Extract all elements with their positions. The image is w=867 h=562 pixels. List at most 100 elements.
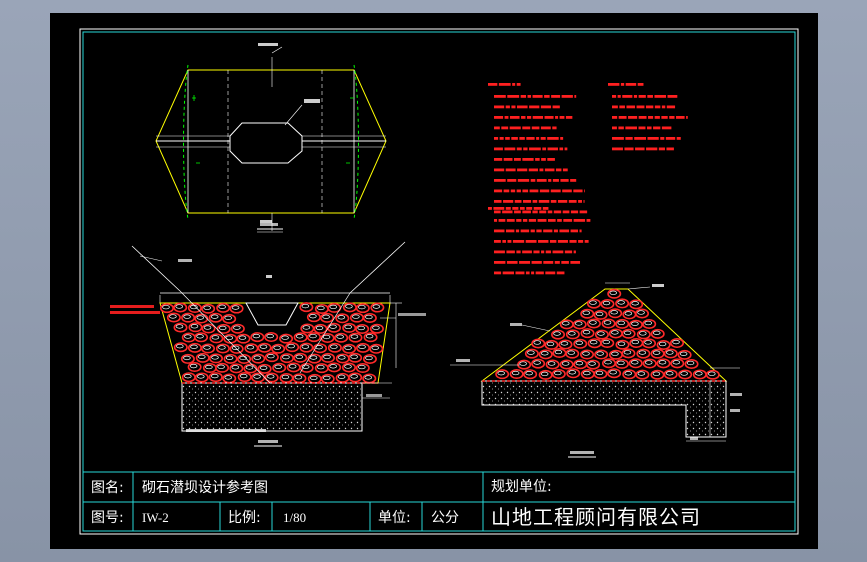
masonry-stone-highlight xyxy=(329,324,337,329)
note-line-stroke xyxy=(669,116,675,119)
note-line-stroke xyxy=(522,189,529,193)
masonry-stone-highlight xyxy=(672,360,681,365)
masonry-stone xyxy=(524,348,539,359)
note-line-stroke xyxy=(573,189,583,193)
note-line-stroke xyxy=(519,261,531,264)
note-line-stroke xyxy=(542,147,547,151)
masonry-stone xyxy=(251,353,266,364)
masonry-stone xyxy=(306,312,321,323)
masonry-stone-highlight xyxy=(644,360,653,365)
note-line-stroke xyxy=(570,229,578,233)
masonry-stone xyxy=(635,308,650,319)
masonry-stone-highlight xyxy=(218,345,226,350)
note-line-stroke xyxy=(625,137,633,140)
masonry-stone-highlight xyxy=(695,371,703,376)
masonry-stone xyxy=(635,369,650,380)
masonry-stone xyxy=(656,339,671,350)
masonry-stone xyxy=(580,349,595,360)
masonry-stone-highlight xyxy=(197,374,205,379)
note-line-stroke xyxy=(515,229,520,233)
masonry-stone-highlight xyxy=(203,325,212,330)
masonry-stone-highlight xyxy=(562,321,570,326)
note-line-stroke xyxy=(517,179,530,182)
note-line-stroke xyxy=(608,83,620,86)
masonry-stone xyxy=(670,358,685,369)
masonry-stone-highlight xyxy=(323,354,331,360)
note-line-stroke xyxy=(504,116,509,119)
note-line-stroke xyxy=(574,95,577,98)
note-line-stroke xyxy=(638,116,647,119)
masonry-stone-highlight xyxy=(540,371,549,377)
masonry-stone xyxy=(642,318,657,329)
masonry-stone-highlight xyxy=(344,345,352,350)
masonry-stone xyxy=(264,372,279,383)
note-line-stroke xyxy=(502,240,506,243)
masonry-stone xyxy=(299,302,314,313)
masonry-stone xyxy=(615,298,630,309)
note-line-stroke xyxy=(636,105,645,109)
note-line-stroke xyxy=(494,240,501,243)
masonry-stone xyxy=(362,353,377,364)
note-line-stroke xyxy=(528,219,537,222)
masonry-stone-highlight xyxy=(169,314,177,319)
note-line-stroke xyxy=(625,83,637,86)
note-line-stroke xyxy=(564,250,573,254)
side-section-foundation xyxy=(481,380,727,438)
note-line-stroke xyxy=(548,179,552,182)
masonry-stone xyxy=(264,332,279,343)
note-line-stroke xyxy=(506,261,518,264)
masonry-stone-highlight xyxy=(533,360,541,365)
masonry-stone xyxy=(509,369,524,380)
note-line-stroke xyxy=(494,271,502,275)
masonry-stone xyxy=(237,372,252,383)
masonry-stone-highlight xyxy=(631,301,639,306)
masonry-stone-highlight xyxy=(302,325,311,330)
design-notes xyxy=(488,83,688,275)
masonry-stone-highlight xyxy=(189,363,198,369)
note-line-stroke xyxy=(511,137,518,140)
masonry-stone xyxy=(670,338,685,349)
note-line-stroke xyxy=(519,207,525,210)
front-elevation-stone-fill xyxy=(159,302,385,384)
note-line-stroke xyxy=(494,126,500,130)
masonry-stone-highlight xyxy=(595,370,604,376)
note-line-stroke xyxy=(550,200,557,203)
note-line-stroke xyxy=(561,95,573,98)
note-line-stroke xyxy=(505,105,510,109)
scale-value: 1/80 xyxy=(283,510,307,525)
masonry-stone xyxy=(594,349,609,360)
masonry-stone-highlight xyxy=(604,360,612,365)
note-line-stroke xyxy=(661,105,666,109)
masonry-stone-highlight xyxy=(309,333,317,339)
masonry-stone xyxy=(194,372,209,383)
masonry-stone xyxy=(293,332,308,343)
masonry-stone-highlight xyxy=(175,304,183,309)
masonry-stone xyxy=(677,349,692,360)
masonry-stone-highlight xyxy=(183,355,191,361)
note-line-stroke xyxy=(541,158,546,161)
masonry-stone-highlight xyxy=(211,355,219,360)
masonry-stone xyxy=(369,343,384,354)
masonry-stone-highlight xyxy=(196,334,204,339)
note-line-stroke xyxy=(540,105,552,109)
note-line-stroke xyxy=(516,105,528,109)
masonry-stone-highlight xyxy=(602,300,611,306)
masonry-stone xyxy=(572,319,587,330)
note-line-stroke xyxy=(494,158,503,161)
masonry-stone-highlight xyxy=(259,344,268,349)
note-line-stroke xyxy=(529,105,540,109)
masonry-stone xyxy=(636,329,651,340)
masonry-stone-highlight xyxy=(637,310,645,315)
note-line-stroke xyxy=(559,229,570,233)
note-line-stroke xyxy=(504,147,516,151)
note-line-stroke xyxy=(540,126,551,130)
masonry-stone-highlight xyxy=(231,345,240,351)
note-line-stroke xyxy=(525,240,537,243)
masonry-stone-highlight xyxy=(611,351,619,356)
drawing-name-value: 砌石潜坝设计参考图 xyxy=(142,480,268,496)
masonry-stone xyxy=(607,368,622,379)
note-line-stroke xyxy=(514,210,521,214)
note-line-stroke xyxy=(560,137,564,140)
masonry-stone xyxy=(327,322,342,333)
